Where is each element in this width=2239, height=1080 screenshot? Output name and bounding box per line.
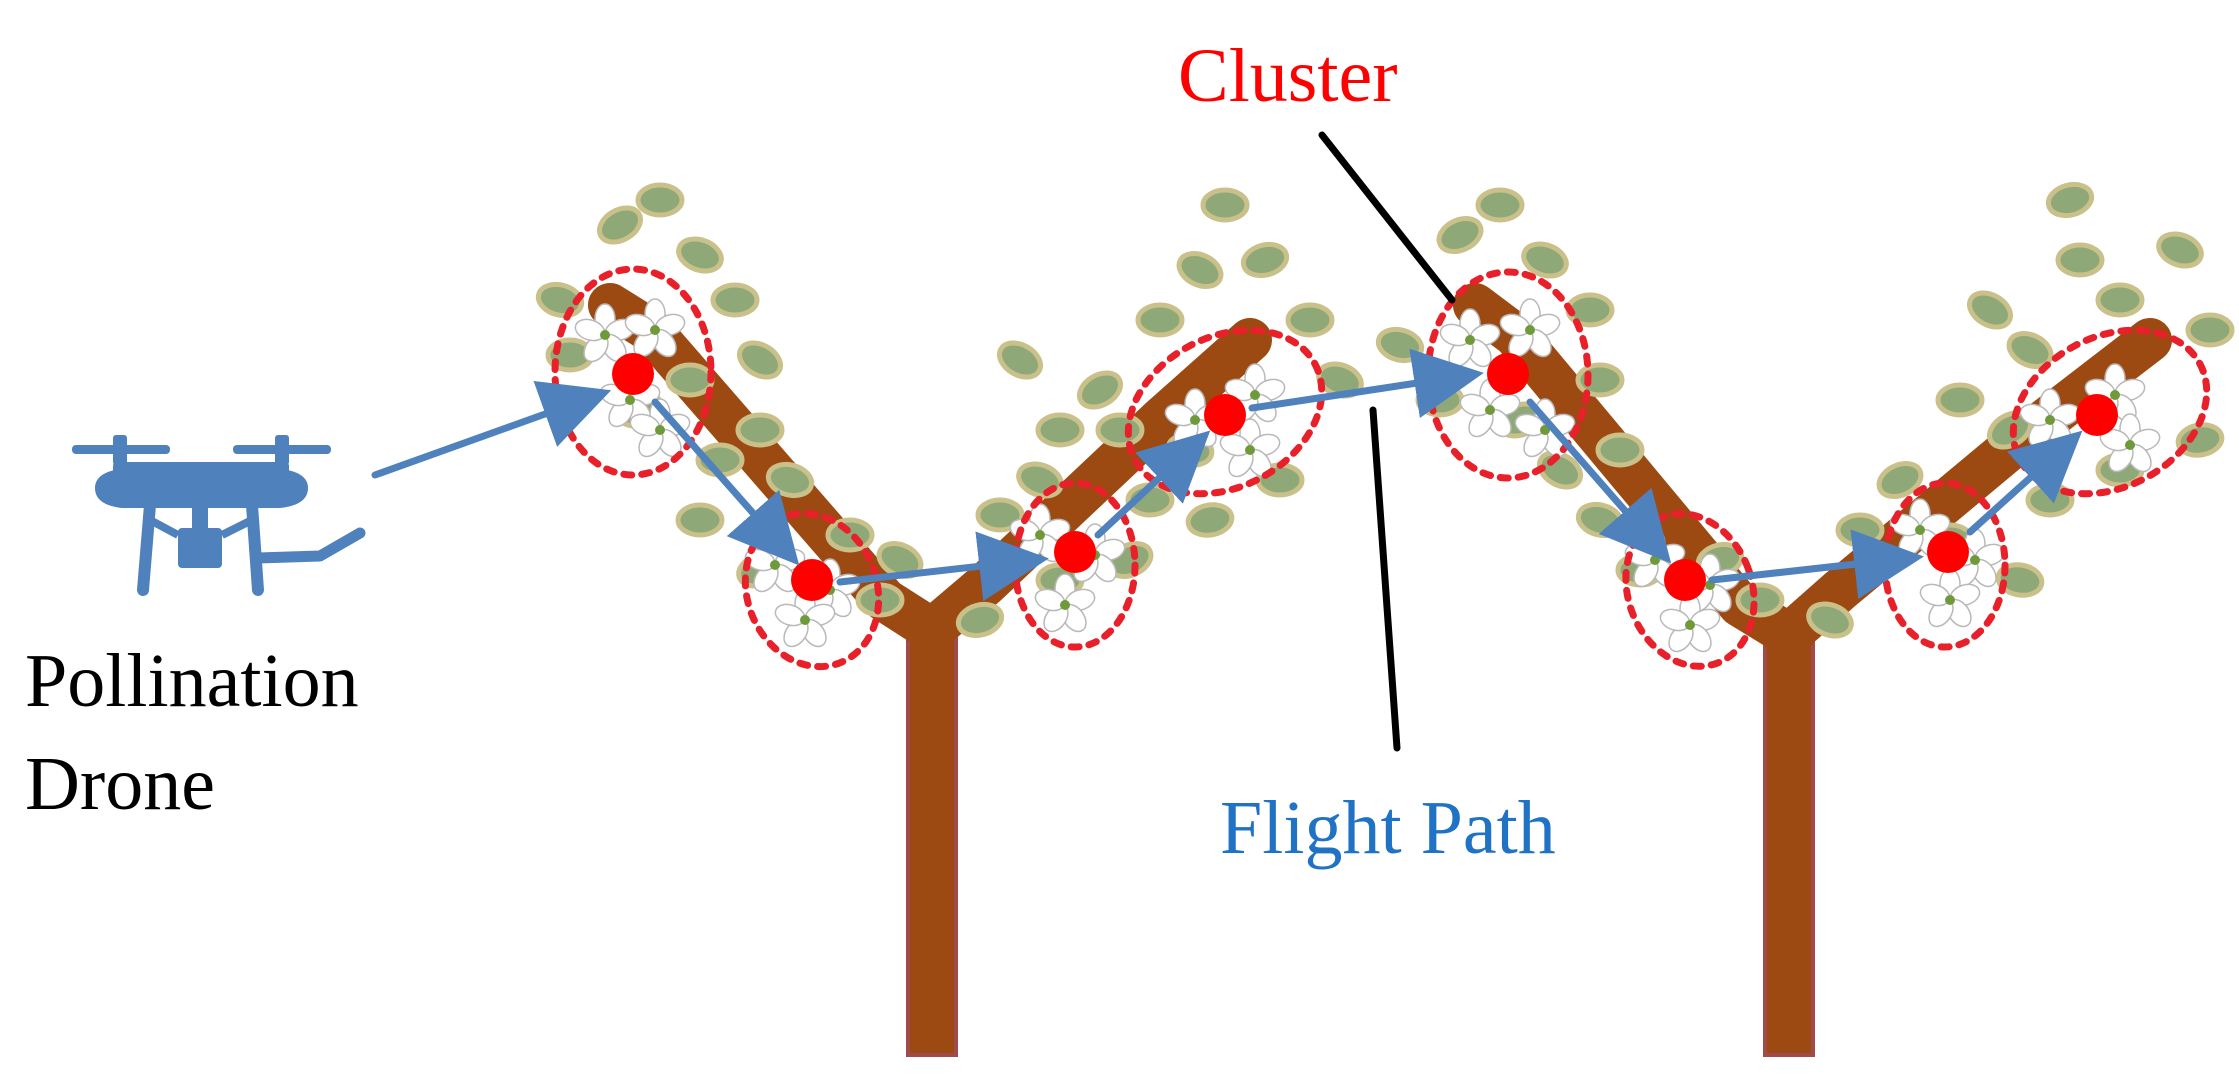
tree-1 [535, 185, 1366, 1057]
tree-1-right-branch [910, 318, 1272, 652]
cluster-4 [1124, 326, 1326, 498]
cluster-2 [741, 509, 883, 671]
clusters [551, 265, 2211, 671]
flight-path-segment-4 [1094, 430, 1211, 539]
flight-path-segment-3 [836, 531, 1049, 602]
tree-2-trunk [1763, 613, 1815, 1057]
tree-2 [1375, 180, 2232, 1057]
cluster-1-center [612, 353, 654, 395]
flight-path-segment-6 [1526, 398, 1672, 564]
cluster-4-center [1204, 394, 1246, 436]
flight-path-segment-1 [371, 380, 612, 479]
tree-2-left-branch [1453, 283, 1811, 657]
cluster-5-center [1487, 353, 1529, 395]
cluster-7-center [1927, 531, 1969, 573]
cluster-3-center [1054, 531, 1096, 573]
pollination-drone-label: Pollination Drone [25, 630, 359, 835]
pollination-drone-label-line-1: Pollination [25, 639, 359, 723]
cluster-6-center [1664, 559, 1706, 601]
flight-path-segment-2 [651, 398, 800, 566]
flight-path-segment-5 [1248, 348, 1484, 418]
drone-icon [72, 435, 366, 596]
cluster-leader-line [1318, 131, 1456, 304]
flight-path-label: Flight Path [1220, 786, 1556, 870]
pollination-drone-label-line-2: Drone [25, 741, 215, 826]
cluster-1 [551, 265, 715, 479]
flight-path-leader-line [1369, 406, 1401, 752]
tree-1-trunk [906, 608, 958, 1057]
cluster-label: Cluster [1178, 34, 1398, 118]
cluster-2-center [791, 559, 833, 601]
cluster-8-center [2076, 394, 2118, 436]
flight-path-segment-8 [1966, 430, 2083, 536]
flight-path-segment-7 [1708, 529, 1924, 599]
leader-lines [1318, 131, 1456, 752]
flight-path [371, 348, 2083, 602]
